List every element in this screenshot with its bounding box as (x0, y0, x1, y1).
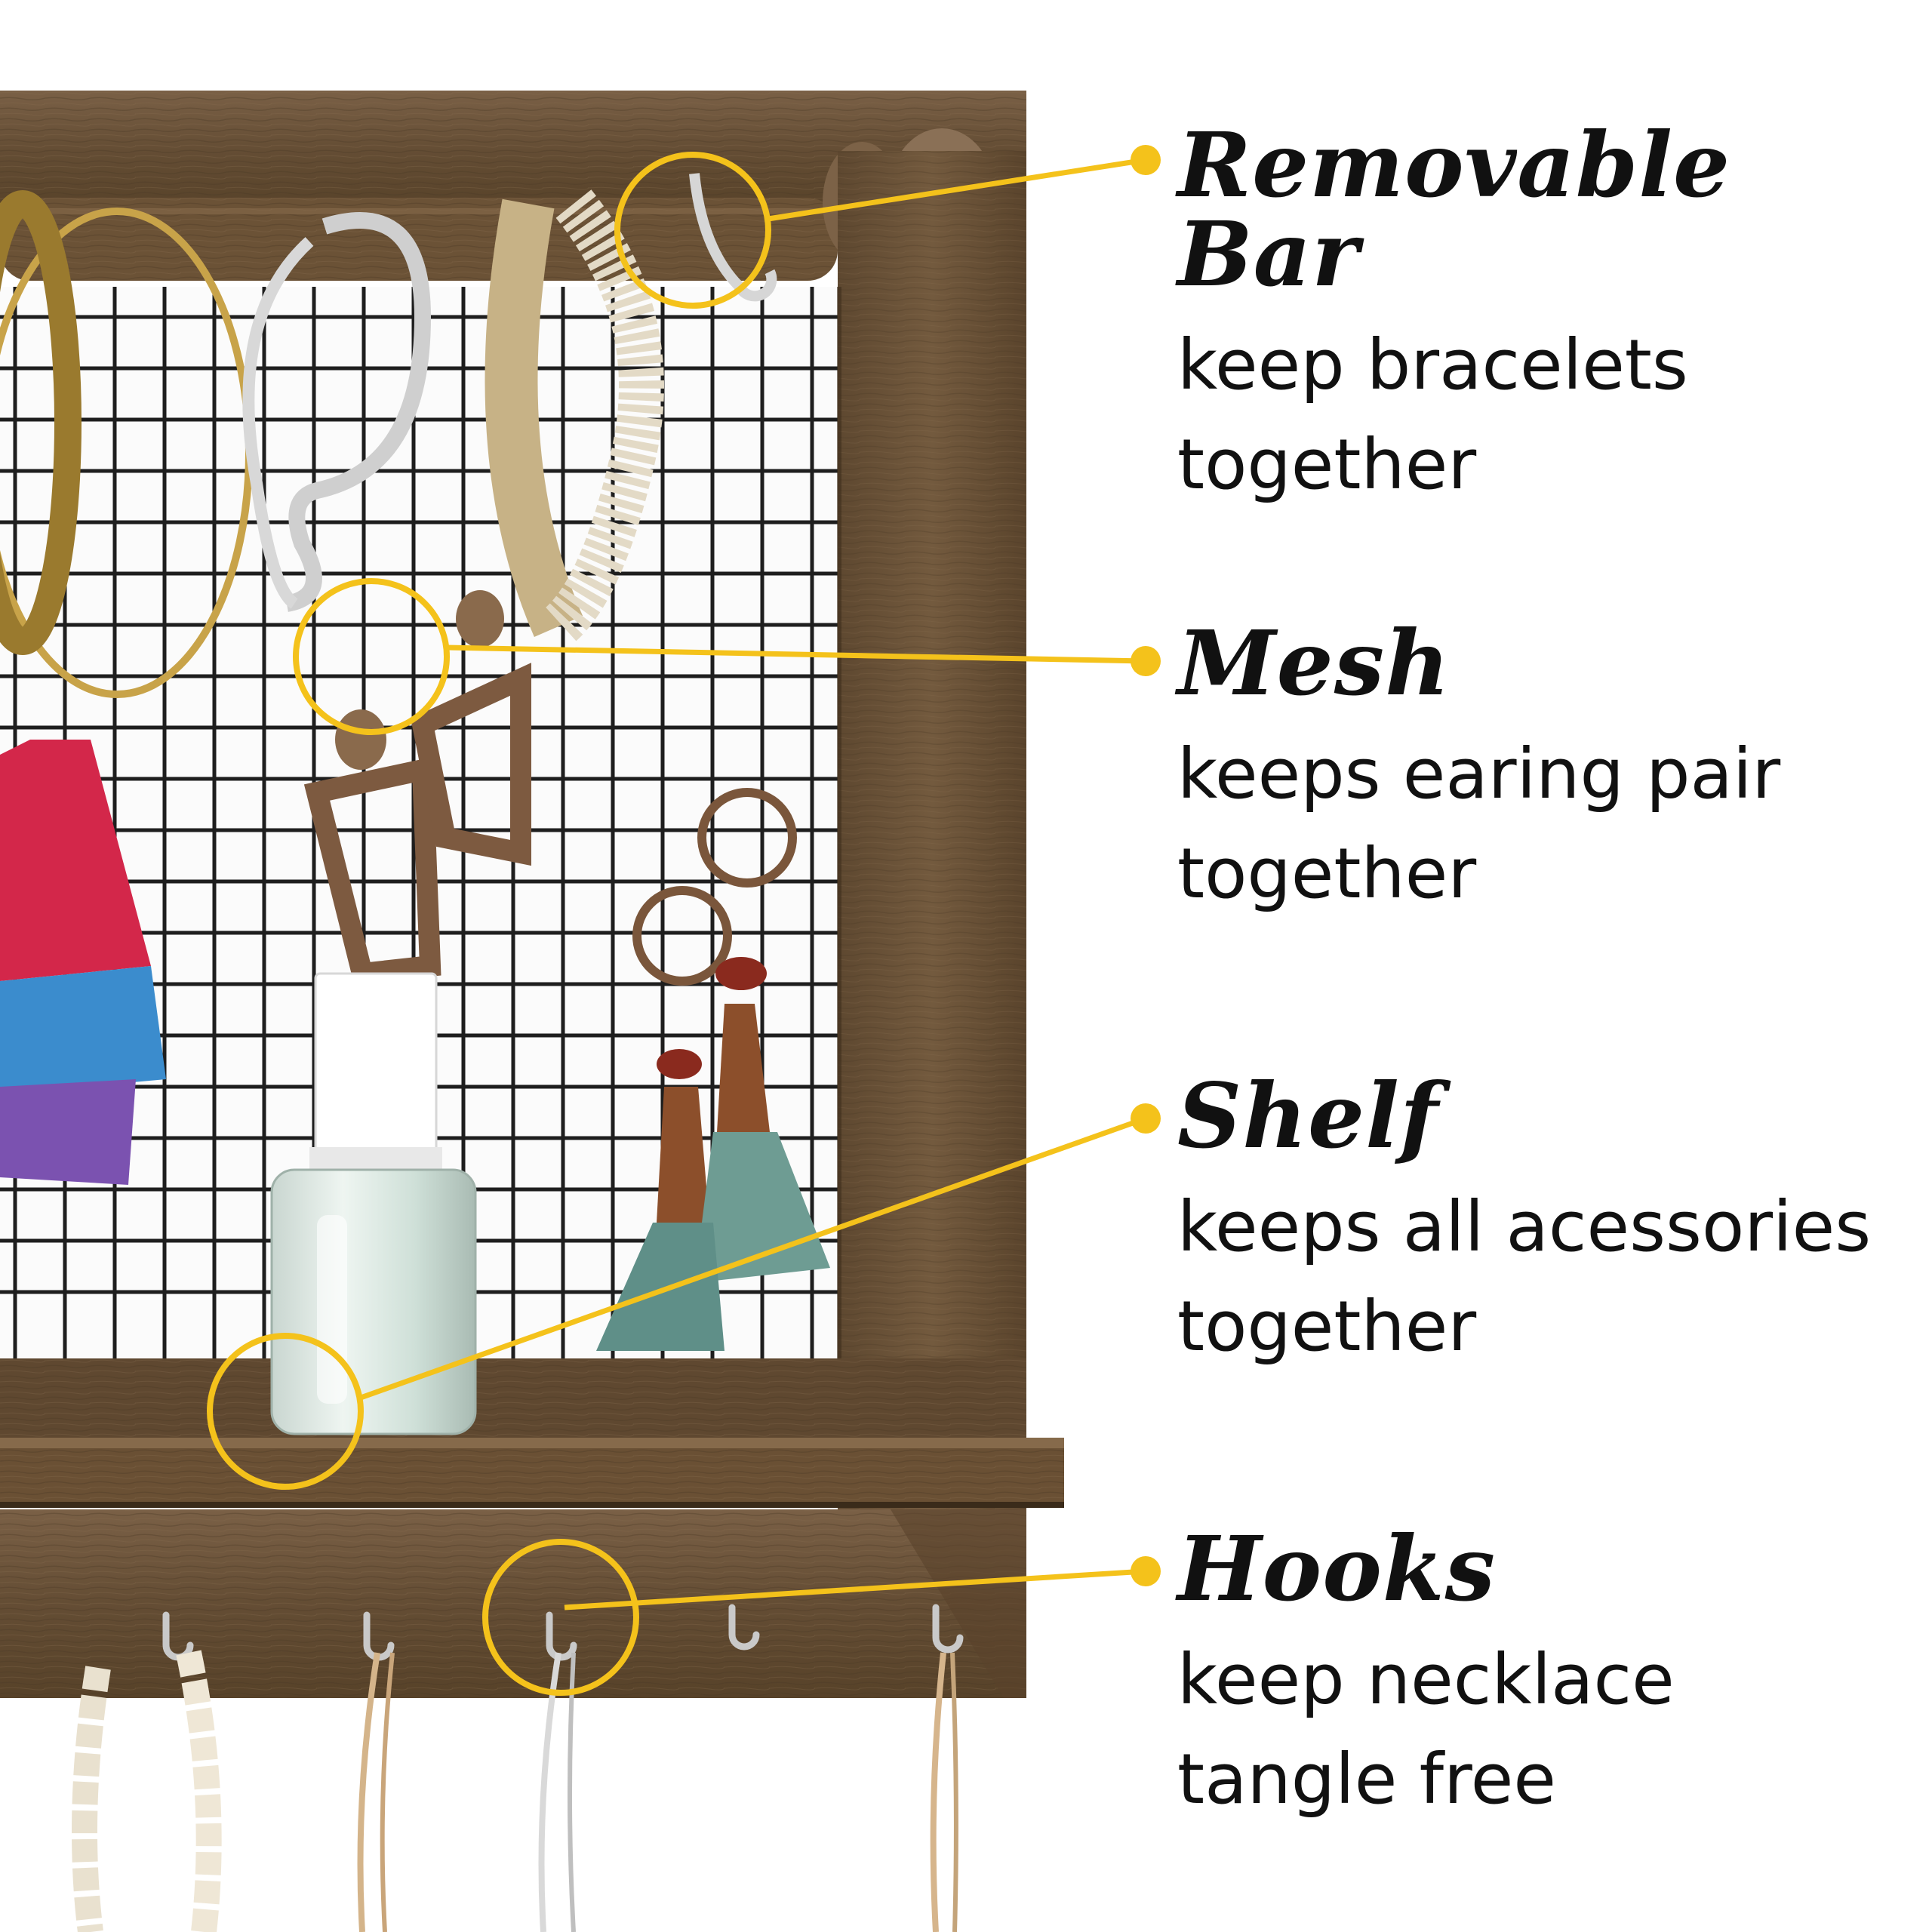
callout-circle-mesh (293, 578, 450, 735)
feature-mesh: Mesh keeps earing pair together (1177, 619, 1917, 924)
feature-description: keep necklace tangle free (1177, 1630, 1917, 1829)
feature-desc-line: together (1177, 424, 1477, 505)
necklaces (72, 1650, 958, 1932)
feature-removable-bar: Removable Bar keep bracelets together (1177, 121, 1917, 515)
earrings (303, 590, 830, 1351)
feature-desc-line: keeps all acessories (1177, 1186, 1872, 1267)
callout-lines (359, 157, 1147, 1611)
feature-title: Removable Bar (1177, 112, 1731, 306)
bracelets (0, 173, 777, 698)
callout-circles (207, 152, 771, 1696)
feature-hooks: Hooks keep necklace tangle free (1177, 1524, 1917, 1829)
feature-description: keeps all acessories together (1177, 1177, 1917, 1377)
callout-circle-hooks (482, 1539, 639, 1696)
feature-shelf: Shelf keeps all acessories together (1177, 1072, 1917, 1377)
feature-description: keeps earing pair together (1177, 724, 1917, 924)
feature-title: Hooks (1177, 1516, 1497, 1621)
callout-dots (1131, 145, 1161, 1586)
feature-title: Shelf (1177, 1063, 1439, 1168)
feature-description: keep bracelets together (1177, 315, 1917, 515)
feature-desc-line: tangle free (1177, 1739, 1556, 1820)
feature-desc-line: together (1177, 1286, 1477, 1367)
callout-circle-shelf (207, 1333, 364, 1490)
feature-desc-line: together (1177, 833, 1477, 914)
nail-polish (270, 972, 477, 1435)
tassel-earring (0, 740, 166, 1185)
feature-desc-line: keeps earing pair (1177, 734, 1781, 814)
feature-desc-line: keep bracelets (1177, 325, 1688, 405)
callout-circle-bar (614, 152, 771, 309)
feature-desc-line: keep necklace (1177, 1639, 1675, 1720)
feature-title: Mesh (1177, 611, 1451, 715)
